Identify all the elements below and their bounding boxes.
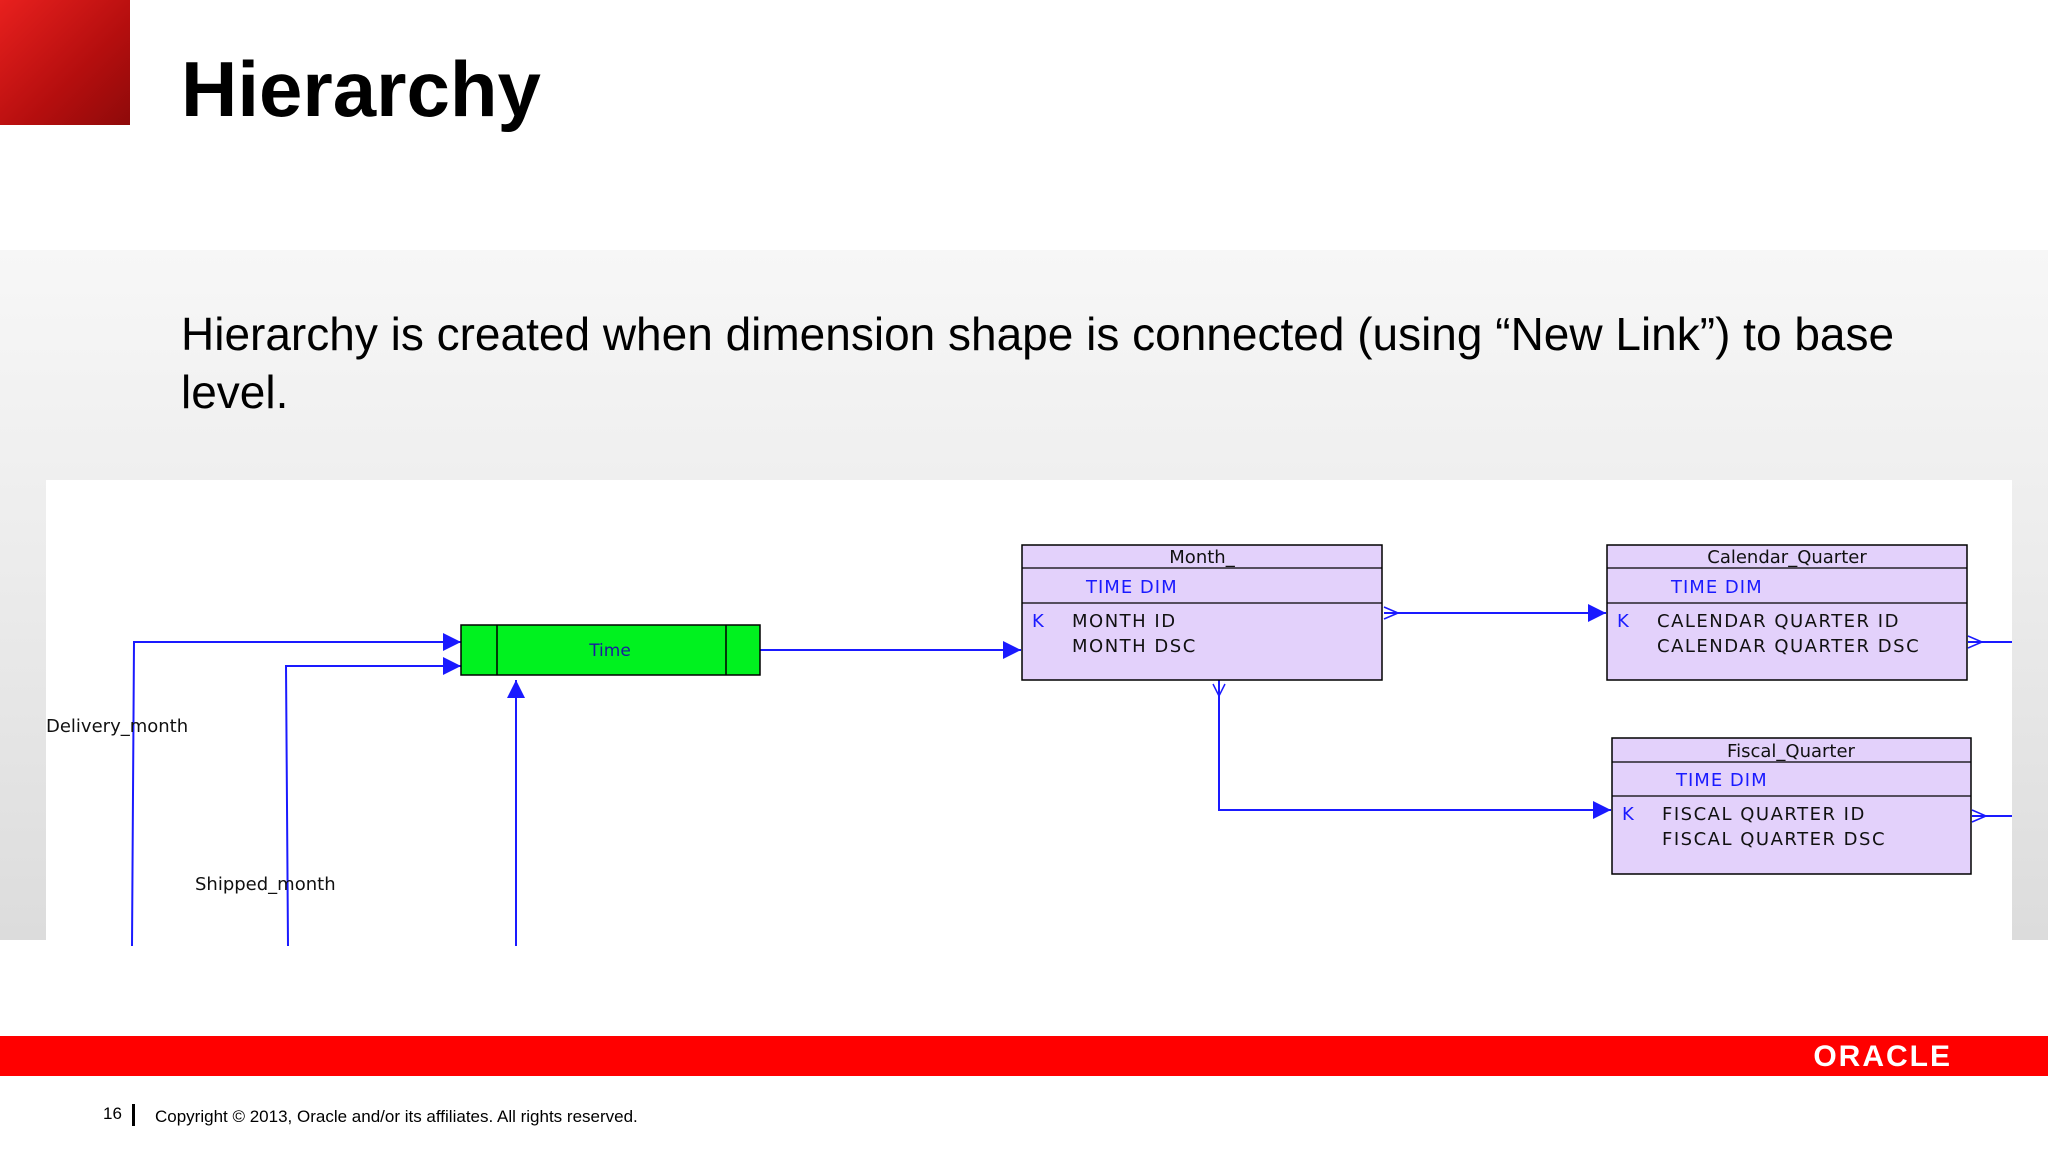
time-shape-label: Time (588, 641, 631, 661)
fiscal-quarter-entity-type: TIME DIM (1675, 770, 1768, 791)
month-entity[interactable]: Month_ TIME DIM K MONTH ID MONTH DSC (1021, 544, 1383, 681)
hierarchy-diagram: Delivery_month Shipped_month Time Month_… (46, 480, 2012, 946)
month-entity-type: TIME DIM (1085, 577, 1178, 598)
calendar-quarter-key-marker: K (1617, 611, 1630, 632)
page-number: 16 (103, 1104, 122, 1123)
slide-title: Hierarchy (181, 45, 541, 133)
fiscal-quarter-attr-id: FISCAL QUARTER ID (1662, 804, 1866, 825)
fiscal-quarter-attr-dsc: FISCAL QUARTER DSC (1662, 829, 1886, 850)
shipped-month-label: Shipped_month (195, 874, 336, 895)
calendar-quarter-attr-id: CALENDAR QUARTER ID (1657, 611, 1900, 632)
brand-red-square (0, 0, 130, 125)
fiscal-quarter-entity-name: Fiscal_Quarter (1727, 741, 1855, 762)
footer-red-bar (0, 1036, 2048, 1076)
delivery-link-line (131, 633, 461, 946)
calendar-quarter-entity-type: TIME DIM (1670, 577, 1763, 598)
copyright-text: Copyright © 2013, Oracle and/or its affi… (155, 1107, 638, 1126)
month-attr-id: MONTH ID (1072, 611, 1177, 632)
month-key-marker: K (1032, 611, 1045, 632)
month-to-fiscal-link (1218, 680, 1611, 819)
month-attr-dsc: MONTH DSC (1072, 636, 1197, 657)
delivery-month-label: Delivery_month (46, 716, 188, 737)
shipped-link-line (284, 657, 461, 946)
oracle-logo: ORACLE (1813, 1040, 1952, 1073)
fiscal-quarter-entity[interactable]: Fiscal_Quarter TIME DIM K FISCAL QUARTER… (1611, 737, 1972, 875)
calendar-quarter-entity[interactable]: Calendar_Quarter TIME DIM K CALENDAR QUA… (1606, 544, 1968, 681)
footer-separator (132, 1104, 135, 1126)
fiscal-quarter-key-marker: K (1622, 804, 1635, 825)
month-entity-name: Month_ (1169, 547, 1235, 568)
calendar-quarter-entity-name: Calendar_Quarter (1707, 547, 1867, 568)
time-dimension-shape[interactable]: Time (460, 624, 761, 676)
slide-body-text: Hierarchy is created when dimension shap… (181, 308, 1895, 418)
calendar-quarter-attr-dsc: CALENDAR QUARTER DSC (1657, 636, 1920, 657)
